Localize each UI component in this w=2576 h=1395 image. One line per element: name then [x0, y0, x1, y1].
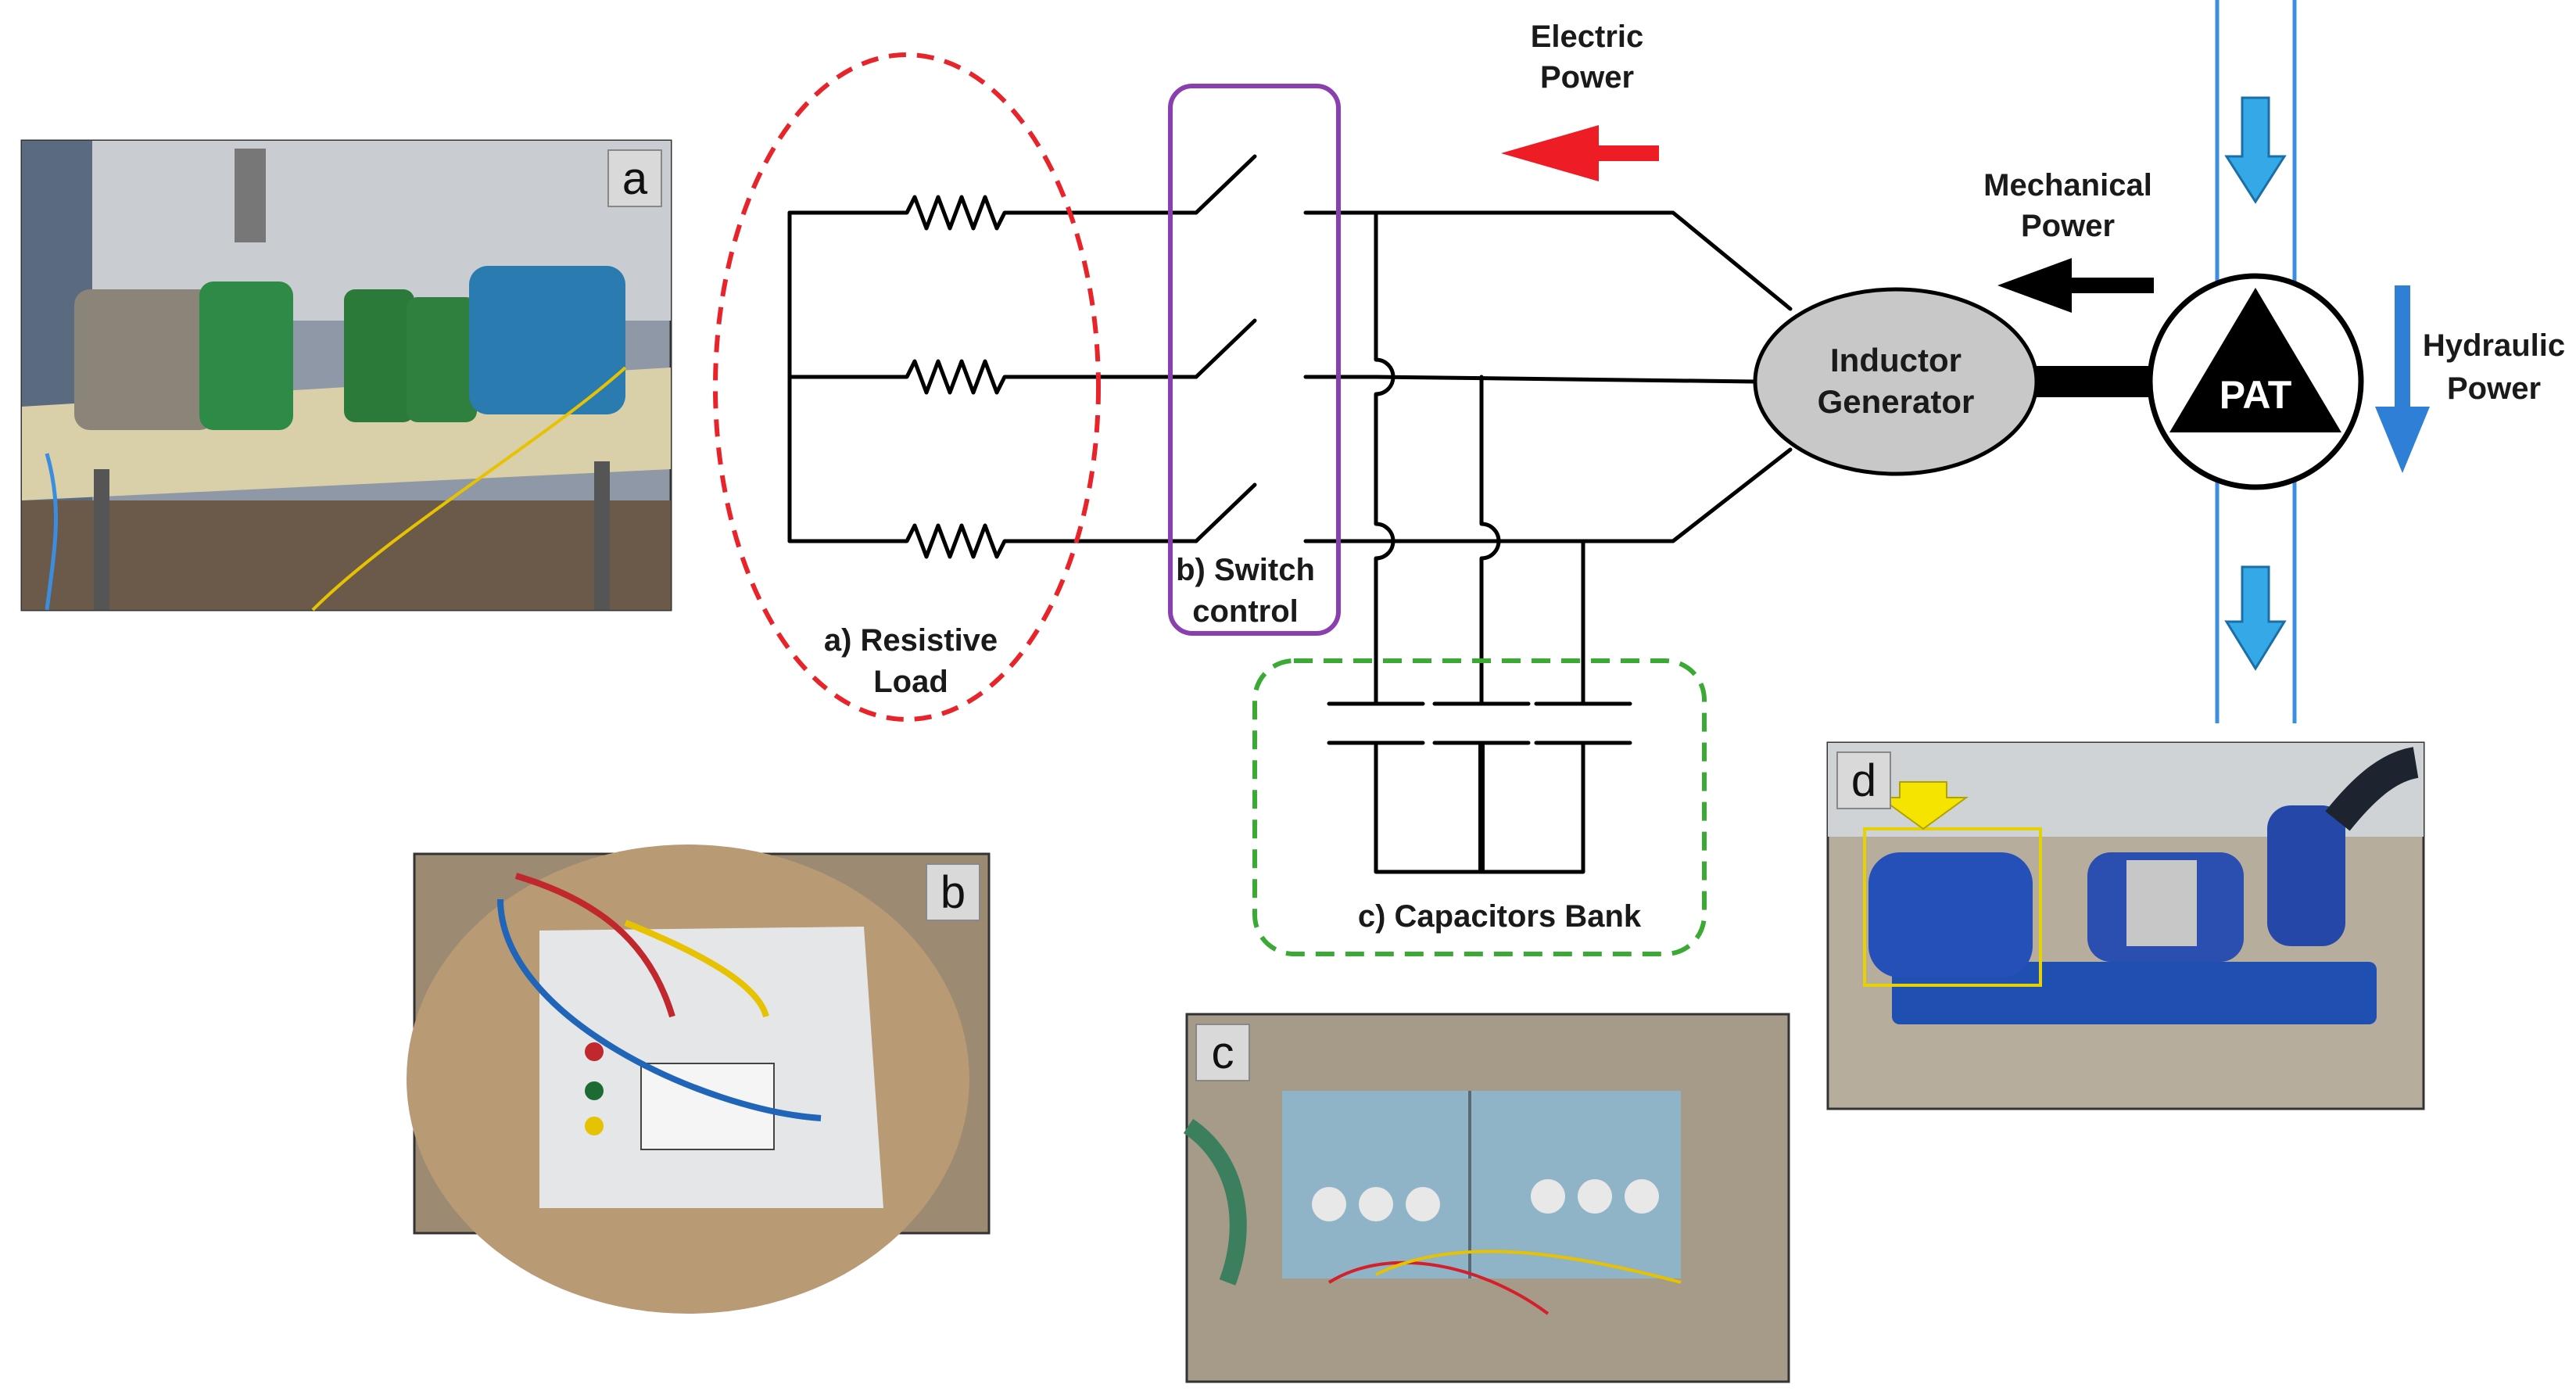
capacitors [1327, 701, 1632, 874]
capacitors-bank-outline [1252, 658, 1707, 956]
mechanical-power-label-line2: Power [2021, 209, 2115, 243]
capacitor-drop-2 [1479, 375, 1501, 706]
photo-c-letter: c [1212, 1027, 1234, 1078]
switch-control-label-line2: control [1192, 594, 1299, 629]
resistive-load-label-line1: a) Resistive [824, 623, 998, 658]
photo-b-switch-control: b [407, 845, 991, 1314]
flow-arrow-bottom [2224, 565, 2287, 671]
resistive-load-outline [713, 52, 1101, 722]
switch-1 [1194, 154, 1378, 215]
photo-b-letter: b [940, 867, 966, 918]
pat-label: PAT [2220, 373, 2292, 417]
hydraulic-power-arrow [2375, 285, 2430, 473]
switch-3 [1194, 482, 1378, 543]
electric-power-label-line1: Electric [1531, 20, 1644, 54]
switch-2 [1194, 318, 1378, 379]
shaft [2033, 366, 2158, 397]
photo-d-letter: d [1851, 755, 1876, 806]
resistor-3 [787, 523, 1198, 559]
resistive-load-label-line2: Load [873, 665, 948, 699]
flow-arrow-top [2224, 96, 2287, 204]
resistor-1 [787, 195, 1198, 231]
mechanical-power-arrow [1997, 258, 2154, 313]
hydraulic-power-label-line2: Power [2447, 371, 2541, 406]
capacitors-bank-label: c) Capacitors Bank [1358, 899, 1642, 934]
generator-label-line1: Inductor [1830, 342, 1962, 378]
pat-turbine: PAT [2147, 273, 2364, 490]
photo-c-capacitors-bank: c [1183, 1013, 1790, 1383]
electric-power-label-line2: Power [1540, 60, 1634, 95]
circuit [787, 154, 2158, 874]
mechanical-power-label-line1: Mechanical [1983, 168, 2152, 203]
resistor-2 [787, 359, 1198, 395]
electric-power-arrow [1501, 125, 1659, 181]
inductor-generator: Inductor Generator [1753, 287, 2039, 476]
photo-a-letter: a [622, 153, 648, 204]
photo-a-resistive-loads: a [20, 139, 672, 611]
switch-control-label-line1: b) Switch [1176, 553, 1315, 587]
generator-label-line2: Generator [1818, 383, 1975, 420]
photo-d-generator-pump: d [1826, 741, 2425, 1110]
hydraulic-power-label-line1: Hydraulic [2423, 328, 2565, 363]
capacitor-drop-1 [1374, 210, 1395, 706]
switch-control-outline [1168, 84, 1341, 636]
